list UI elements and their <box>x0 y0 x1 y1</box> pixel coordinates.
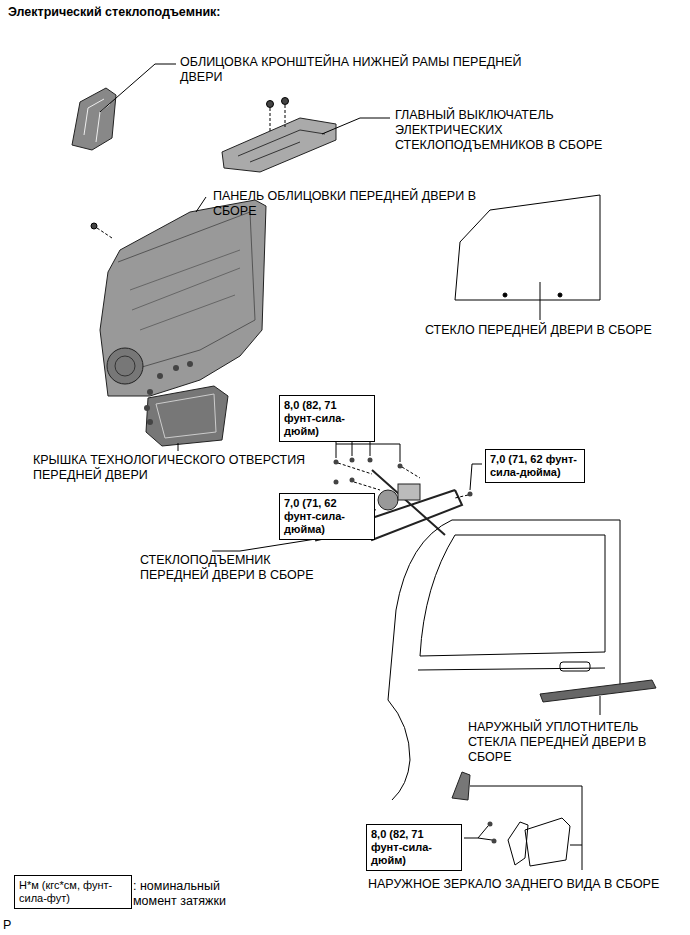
torque-box: 7,0 (71, 62 фунт-сила-дюйма) <box>279 493 375 540</box>
trim-piece <box>72 88 116 150</box>
legend-box: Н*м (кгс*см, фунт-сила-фут) <box>14 875 132 909</box>
part-name: НАРУЖНОЕ ЗЕРКАЛО ЗАДНЕГО ВИДА В СБОРЕ <box>368 877 668 892</box>
part-name: ГЛАВНЫЙ ВЫКЛЮЧАТЕЛЬ ЭЛЕКТРИЧЕСКИХ СТЕКЛО… <box>395 108 635 153</box>
legend-text: : номинальный момент затяжки <box>133 879 253 909</box>
torque-value: 8,0 (82, 71 фунт-сила-дюйм) <box>284 399 370 438</box>
switch-part <box>222 118 336 172</box>
mirror-part <box>508 818 570 866</box>
leader-line <box>100 64 176 112</box>
leader-line <box>470 786 582 870</box>
leader-line <box>540 282 541 320</box>
part-name: СТЕКЛОПОДЪЕМНИК ПЕРЕДНЕЙ ДВЕРИ В СБОРЕ <box>140 553 330 583</box>
torque-value: 8,0 (82, 71 фунт-сила-дюйм) <box>371 828 457 867</box>
part-name: ПАНЕЛЬ ОБЛИЦОВКИ ПЕРЕДНЕЙ ДВЕРИ В СБОРЕ <box>213 189 513 219</box>
leader-line <box>322 118 390 134</box>
part-name: КРЫШКА ТЕХНОЛОГИЧЕСКОГО ОТВЕРСТИЯ ПЕРЕДН… <box>33 453 363 483</box>
part-name: СТЕКЛО ПЕРЕДНЕЙ ДВЕРИ В СБОРЕ <box>425 323 685 338</box>
mirror-cover <box>452 772 470 800</box>
hole-cover <box>146 386 228 446</box>
torque-box: 8,0 (82, 71 фунт-сила-дюйм) <box>279 395 375 442</box>
torque-box: 8,0 (82, 71 фунт-сила-дюйм) <box>366 824 462 871</box>
moulding <box>540 680 656 702</box>
door-glass <box>455 195 600 300</box>
part-name: НАРУЖНЫЙ УПЛОТНИТЕЛЬ СТЕКЛА ПЕРЕДНЕЙ ДВЕ… <box>468 720 668 765</box>
torque-value: 7,0 (71, 62 фунт-сила-дюйма) <box>284 497 370 536</box>
page-mark: P <box>3 918 33 933</box>
leader-line <box>600 696 601 715</box>
torque-value: 7,0 (71, 62 фунт-сила-дюйма) <box>490 453 580 479</box>
torque-value: Н*м (кгс*см, фунт-сила-фут) <box>19 879 127 905</box>
torque-box: 7,0 (71, 62 фунт-сила-дюйма) <box>485 449 585 483</box>
leader-line <box>196 197 206 212</box>
diagram-title: Электрический стеклоподъемник: <box>8 5 221 19</box>
door-panel <box>100 200 266 396</box>
leader-line <box>178 443 179 451</box>
part-name: ОБЛИЦОВКА КРОНШТЕЙНА НИЖНЕЙ РАМЫ ПЕРЕДНЕ… <box>180 55 560 85</box>
